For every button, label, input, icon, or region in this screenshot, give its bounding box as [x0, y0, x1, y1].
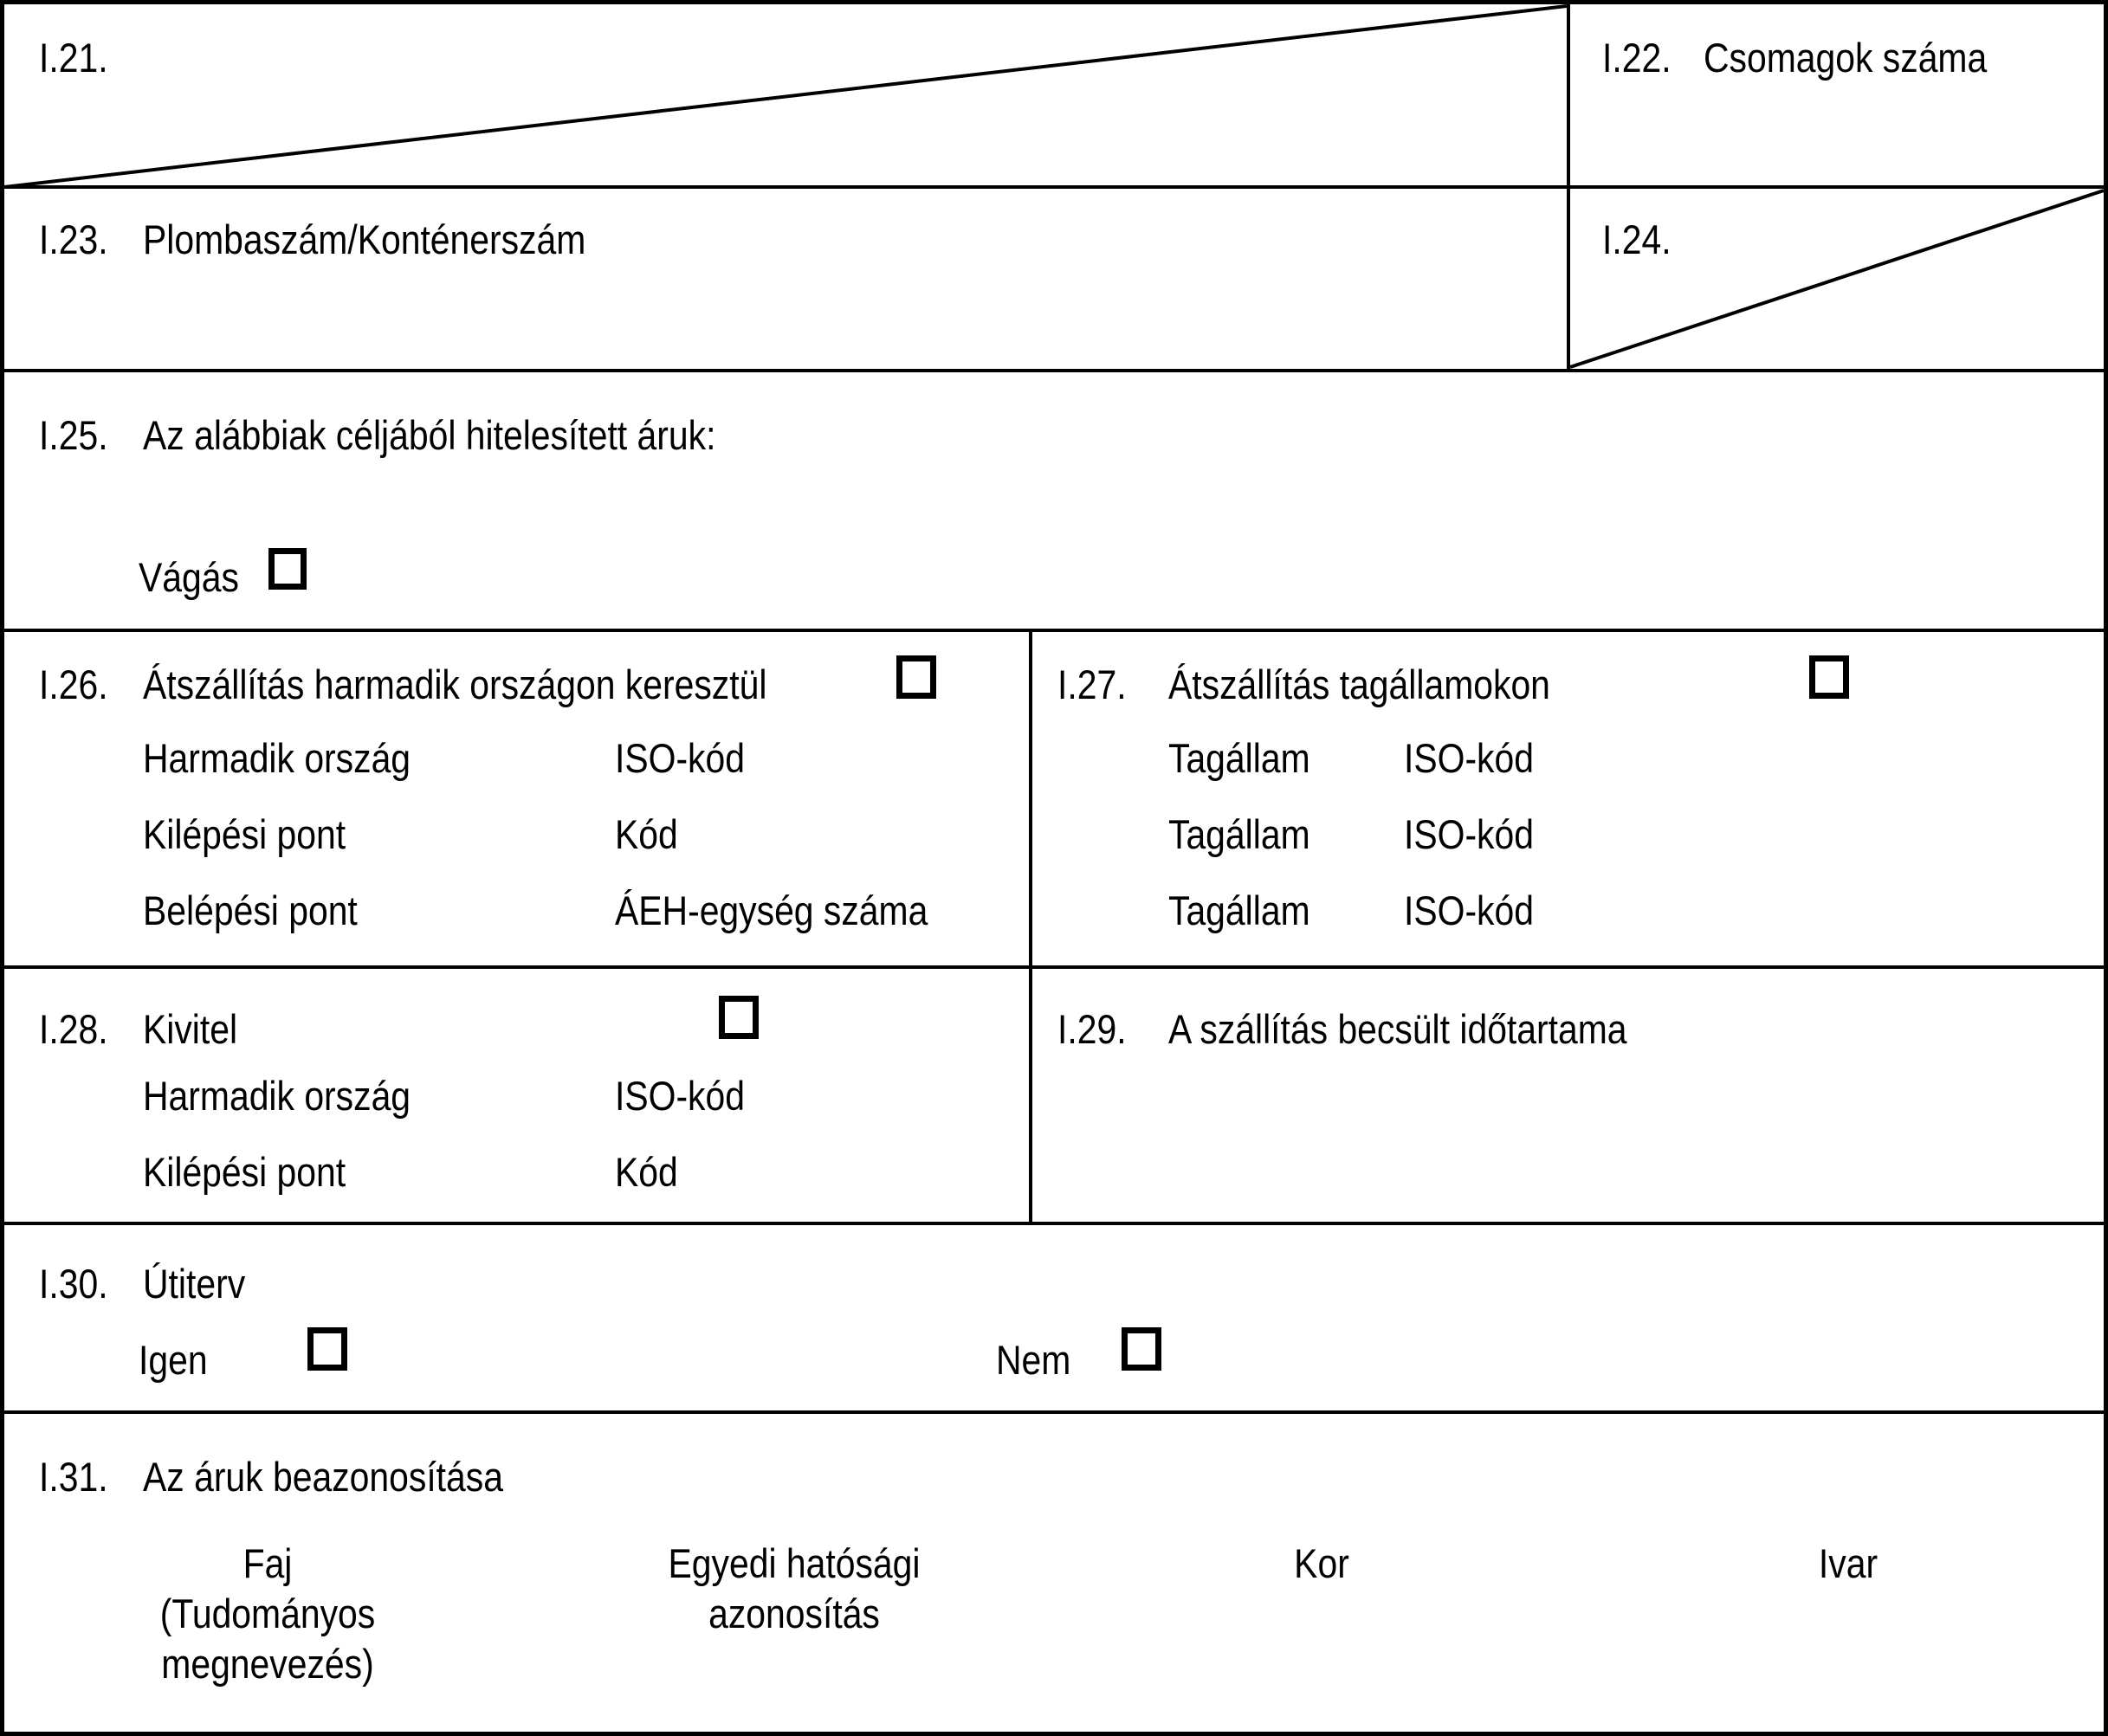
field-i26-number: I.26.: [39, 661, 108, 707]
row-divider: [4, 965, 2104, 969]
field-i29-label: A szállítás becsült időtartama: [1168, 1006, 1627, 1052]
field-i25-number: I.25.: [39, 412, 108, 458]
checkbox-slaughter[interactable]: [268, 548, 307, 590]
checkbox-transit-member-states[interactable]: [1809, 655, 1849, 699]
i26-row-label: Kilépési pont: [143, 811, 346, 857]
column-header-sex: Ivar: [1622, 1539, 2074, 1589]
i27-row-label: Tagállam: [1168, 887, 1310, 933]
field-i22-number: I.22.: [1602, 35, 1672, 81]
i26-row-label: Harmadik ország: [143, 735, 411, 781]
field-i27-label: Átszállítás tagállamokon: [1168, 661, 1550, 707]
row-divider: [4, 369, 2104, 372]
i26-row-value: ÁEH-egység száma: [615, 887, 928, 933]
field-i28-number: I.28.: [39, 1006, 108, 1052]
i27-row-label: Tagállam: [1168, 735, 1310, 781]
checkbox-itinerary-yes[interactable]: [307, 1327, 347, 1371]
field-i29-number: I.29.: [1057, 1006, 1127, 1052]
field-i27-number: I.27.: [1057, 661, 1127, 707]
i28-row-label: Kilépési pont: [143, 1149, 346, 1195]
diagonal-strikethrough-i21: [4, 4, 1567, 189]
field-i25-label: Az alábbiak céljából hitelesített áruk:: [143, 412, 716, 458]
i27-row-value: ISO-kód: [1404, 887, 1534, 933]
i26-row-value: Kód: [615, 811, 678, 857]
i27-row-value: ISO-kód: [1404, 735, 1534, 781]
option-slaughter-label: Vágás: [139, 554, 239, 600]
column-header-line: azonosítás: [708, 1591, 880, 1636]
i28-row-value: ISO-kód: [615, 1073, 745, 1119]
column-header-line: megnevezés): [161, 1641, 374, 1687]
option-no-label: Nem: [996, 1337, 1071, 1383]
column-divider: [1029, 629, 1032, 1225]
checkbox-transit-third-country[interactable]: [896, 655, 936, 699]
column-header-line: Ivar: [1818, 1540, 1878, 1586]
column-header-line: Egyedi hatósági: [668, 1540, 921, 1586]
i27-row-label: Tagállam: [1168, 811, 1310, 857]
column-header-line: (Tudományos: [159, 1591, 376, 1636]
column-divider: [1567, 4, 1570, 372]
column-header-line: Kor: [1294, 1540, 1349, 1586]
field-i31-label: Az áruk beazonosítása: [143, 1454, 503, 1500]
i26-row-value: ISO-kód: [615, 735, 745, 781]
i28-row-label: Harmadik ország: [143, 1073, 411, 1119]
field-i31-number: I.31.: [39, 1454, 108, 1500]
field-i23-number: I.23.: [39, 216, 108, 262]
row-divider: [4, 1410, 2104, 1414]
field-i26-label: Átszállítás harmadik országon keresztül: [143, 661, 767, 707]
field-i23-label: Plombaszám/Konténerszám: [143, 216, 586, 262]
column-header-line: Faj: [242, 1540, 293, 1586]
column-header-species: Faj (Tudományos megnevezés): [42, 1539, 494, 1689]
row-divider: [4, 1222, 2104, 1225]
row-divider: [4, 629, 2104, 632]
row-divider: [4, 185, 2104, 189]
field-i30-label: Útiterv: [143, 1261, 246, 1307]
diagonal-strikethrough-i24: [1570, 189, 2104, 369]
field-i24-number: I.24.: [1602, 216, 1672, 262]
option-yes-label: Igen: [139, 1337, 208, 1383]
i28-row-value: Kód: [615, 1149, 678, 1195]
field-i30-number: I.30.: [39, 1261, 108, 1307]
field-i28-label: Kivitel: [143, 1006, 238, 1052]
i27-row-value: ISO-kód: [1404, 811, 1534, 857]
checkbox-export[interactable]: [719, 996, 759, 1039]
column-header-age: Kor: [1096, 1539, 1548, 1589]
column-header-official-id: Egyedi hatósági azonosítás: [568, 1539, 1020, 1639]
checkbox-itinerary-no[interactable]: [1122, 1327, 1161, 1371]
field-i22-label: Csomagok száma: [1704, 35, 1988, 81]
i26-row-label: Belépési pont: [143, 887, 358, 933]
field-i21-number: I.21.: [39, 35, 108, 81]
